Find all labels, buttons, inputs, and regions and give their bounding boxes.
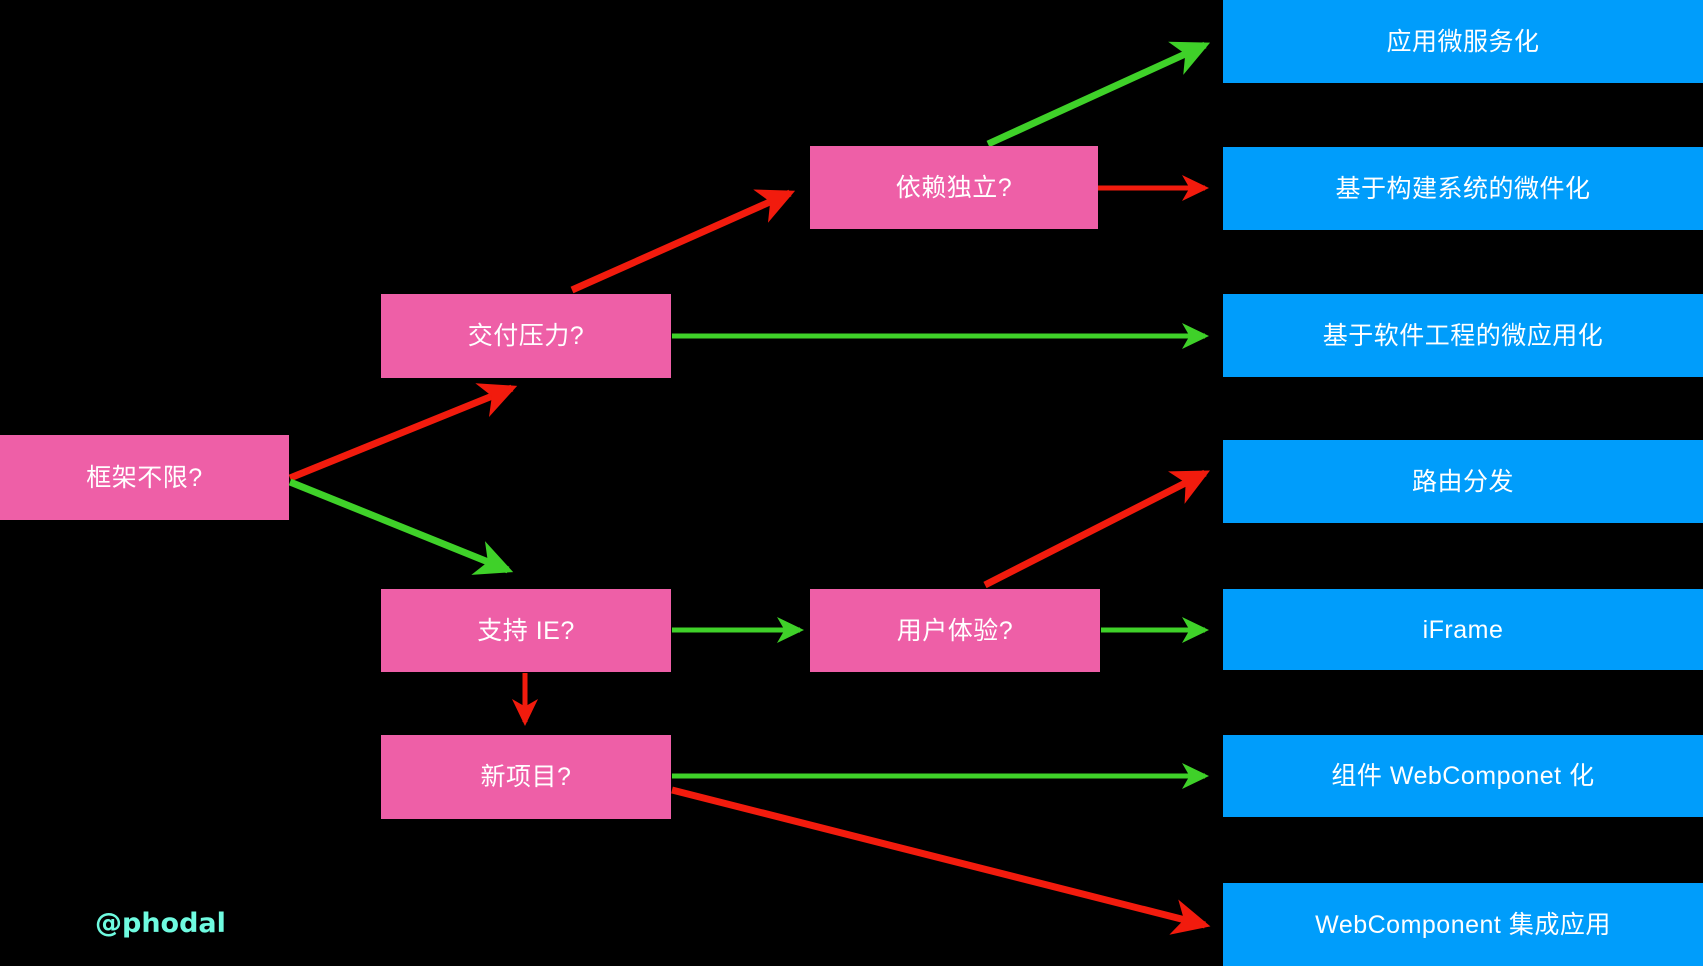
decision-node-dependency-label: 依赖独立?: [895, 173, 1013, 202]
outcome-node-webcomponent-component[interactable]: 组件 WebComponet 化: [1223, 735, 1703, 817]
decision-node-ux-label: 用户体验?: [896, 616, 1014, 645]
edge-newproject-to-webcomponent-integration: [671, 786, 1211, 935]
outcome-node-microservice[interactable]: 应用微服务化: [1223, 0, 1703, 83]
outcome-node-webcomponent-integration[interactable]: WebComponent 集成应用: [1223, 883, 1703, 966]
outcome-node-build-system-label: 基于构建系统的微件化: [1335, 174, 1591, 203]
edge-frame-to-ie: [288, 478, 514, 575]
edge-dependency-to-microservice: [986, 41, 1211, 148]
decision-node-ux[interactable]: 用户体验?: [810, 589, 1100, 672]
outcome-node-iframe-label: iFrame: [1422, 615, 1504, 644]
outcome-node-iframe[interactable]: iFrame: [1223, 589, 1703, 670]
decision-node-newproject[interactable]: 新项目?: [381, 735, 671, 819]
edge-ux-to-routing: [983, 469, 1210, 589]
outcome-node-software-engineering[interactable]: 基于软件工程的微应用化: [1223, 294, 1703, 377]
outcome-node-routing[interactable]: 路由分发: [1223, 440, 1703, 523]
outcome-node-webcomponent-component-label: 组件 WebComponet 化: [1331, 762, 1595, 790]
decision-node-frame[interactable]: 框架不限?: [0, 435, 289, 520]
outcome-node-webcomponent-integration-label: WebComponent 集成应用: [1315, 910, 1611, 939]
outcome-node-build-system[interactable]: 基于构建系统的微件化: [1223, 147, 1703, 230]
outcome-node-software-engineering-label: 基于软件工程的微应用化: [1322, 321, 1604, 350]
decision-node-ie[interactable]: 支持 IE?: [381, 589, 671, 672]
decision-node-ie-label: 支持 IE?: [477, 616, 575, 645]
outcome-node-microservice-label: 应用微服务化: [1386, 27, 1540, 56]
edge-frame-to-delivery: [288, 383, 518, 482]
decision-node-delivery-label: 交付压力?: [467, 322, 585, 350]
decision-node-frame-label: 框架不限?: [86, 463, 203, 492]
decision-node-newproject-label: 新项目?: [480, 763, 572, 791]
decision-node-dependency[interactable]: 依赖独立?: [810, 146, 1098, 229]
outcome-node-routing-label: 路由分发: [1411, 467, 1514, 496]
edge-delivery-to-dependency: [570, 189, 796, 294]
watermark: @phodal: [95, 908, 226, 939]
decision-node-delivery[interactable]: 交付压力?: [381, 294, 671, 378]
